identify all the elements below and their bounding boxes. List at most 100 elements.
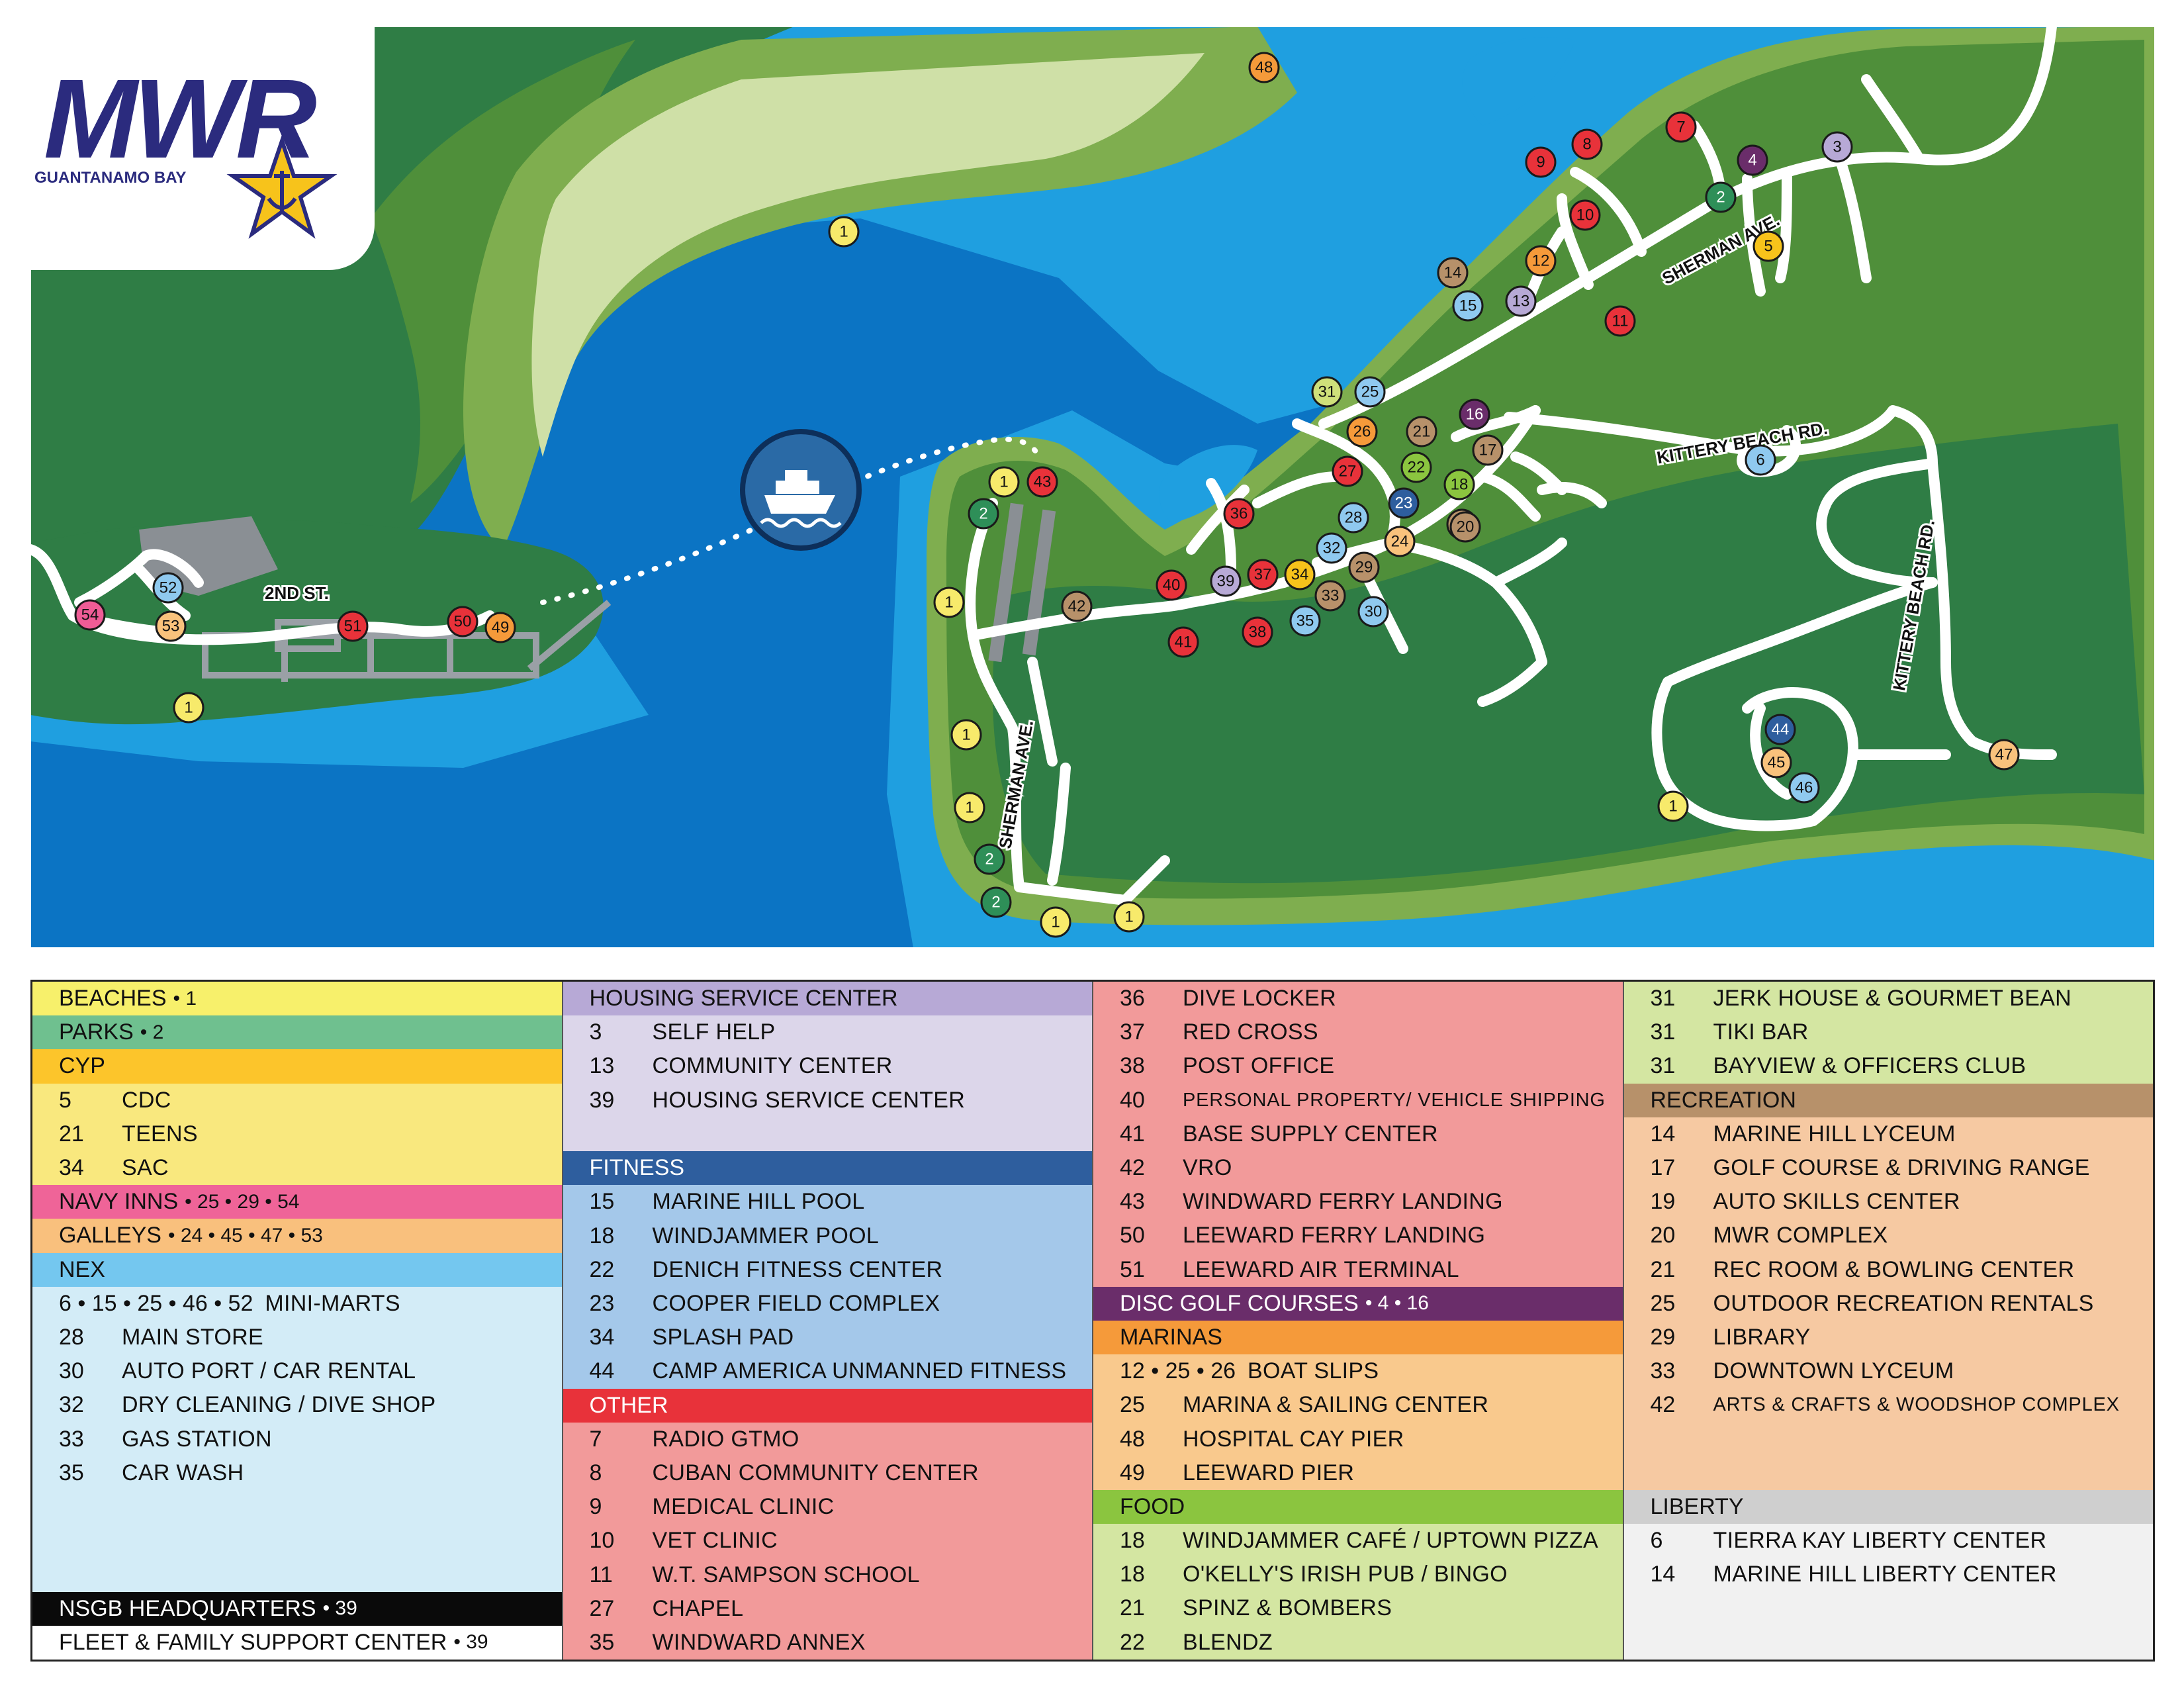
- legend-category-title: NAVY INNS: [59, 1189, 179, 1215]
- map-marker-24[interactable]: 24: [1384, 526, 1416, 557]
- map-marker-1[interactable]: 1: [173, 692, 205, 724]
- legend-item-label: PERSONAL PROPERTY/ VEHICLE SHIPPING: [1183, 1089, 1606, 1111]
- map-marker-22[interactable]: 22: [1400, 451, 1432, 483]
- map-marker-35[interactable]: 35: [1289, 605, 1321, 637]
- map-marker-25[interactable]: 25: [1354, 376, 1386, 408]
- map-marker-8[interactable]: 8: [1571, 128, 1603, 160]
- map-marker-label: 1: [965, 799, 974, 817]
- map-marker-label: 20: [1457, 518, 1475, 536]
- map-marker-1[interactable]: 1: [988, 466, 1020, 498]
- map-marker-1[interactable]: 1: [1040, 906, 1071, 938]
- legend-item-number: 14: [1650, 1562, 1676, 1587]
- map-marker-label: 49: [492, 619, 510, 637]
- map-marker-14[interactable]: 14: [1437, 257, 1469, 289]
- map-marker-46[interactable]: 46: [1788, 772, 1820, 804]
- map-marker-36[interactable]: 36: [1223, 498, 1255, 530]
- legend-item-number: 25: [1120, 1392, 1145, 1418]
- legend-item-number: 43: [1120, 1189, 1145, 1215]
- map-marker-17[interactable]: 17: [1472, 434, 1504, 466]
- map-marker-42[interactable]: 42: [1061, 590, 1093, 622]
- legend-category-numbers: • 4 • 16: [1365, 1292, 1429, 1315]
- map-marker-label: 16: [1466, 406, 1484, 424]
- map-marker-2[interactable]: 2: [980, 886, 1012, 918]
- map-marker-1[interactable]: 1: [1113, 901, 1145, 933]
- map-marker-43[interactable]: 43: [1026, 466, 1058, 498]
- map-marker-33[interactable]: 33: [1314, 580, 1346, 612]
- legend-item-label: MARINE HILL POOL: [652, 1189, 865, 1215]
- map-marker-26[interactable]: 26: [1346, 416, 1378, 447]
- legend-item-label: WINDWARD ANNEX: [652, 1629, 866, 1655]
- map-marker-label: 13: [1512, 293, 1530, 310]
- map-marker-27[interactable]: 27: [1332, 455, 1363, 487]
- legend-item-label: CAR WASH: [122, 1460, 244, 1485]
- map-marker-30[interactable]: 30: [1357, 596, 1389, 628]
- map-marker-34[interactable]: 34: [1284, 559, 1316, 590]
- map-marker-1[interactable]: 1: [950, 719, 982, 751]
- ferry-boat-icon: [740, 429, 862, 551]
- map-marker-47[interactable]: 47: [1988, 739, 2020, 771]
- map-marker-15[interactable]: 15: [1452, 290, 1484, 322]
- legend-category-header: NSGB HEADQUARTERS• 39: [32, 1591, 562, 1626]
- legend-item-label: GOLF COURSE & DRIVING RANGE: [1713, 1155, 2090, 1181]
- map-marker-50[interactable]: 50: [447, 606, 478, 637]
- legend-item-number: 9: [589, 1494, 602, 1520]
- map-marker-1[interactable]: 1: [828, 216, 860, 248]
- map-marker-2[interactable]: 2: [1705, 181, 1737, 213]
- legend-item-label: BASE SUPPLY CENTER: [1183, 1121, 1438, 1147]
- map-marker-32[interactable]: 32: [1316, 532, 1347, 564]
- map-marker-5[interactable]: 5: [1752, 230, 1784, 262]
- map-marker-51[interactable]: 51: [337, 610, 369, 642]
- map-marker-7[interactable]: 7: [1665, 111, 1697, 143]
- map-marker-label: 30: [1365, 603, 1383, 621]
- map-marker-12[interactable]: 12: [1525, 245, 1557, 277]
- map-marker-21[interactable]: 21: [1406, 416, 1437, 447]
- map-marker-31[interactable]: 31: [1311, 376, 1343, 408]
- map-marker-label: 38: [1249, 624, 1267, 641]
- map-marker-9[interactable]: 9: [1525, 146, 1557, 178]
- map-marker-10[interactable]: 10: [1569, 199, 1601, 231]
- map-marker-54[interactable]: 54: [74, 599, 106, 631]
- legend-item-label: MARINE HILL LIBERTY CENTER: [1713, 1562, 2057, 1587]
- map-marker-38[interactable]: 38: [1242, 616, 1273, 648]
- map-marker-1[interactable]: 1: [933, 586, 965, 618]
- map-marker-23[interactable]: 23: [1388, 487, 1420, 519]
- map-marker-16[interactable]: 16: [1459, 399, 1490, 430]
- map-marker-2[interactable]: 2: [968, 498, 999, 530]
- map-marker-48[interactable]: 48: [1248, 52, 1280, 83]
- map-marker-18[interactable]: 18: [1443, 469, 1475, 500]
- map-marker-4[interactable]: 4: [1737, 144, 1768, 176]
- map-marker-49[interactable]: 49: [484, 612, 516, 643]
- map-marker-11[interactable]: 11: [1604, 305, 1636, 337]
- map-marker-label: 2: [991, 894, 1000, 912]
- map-marker-13[interactable]: 13: [1505, 285, 1537, 317]
- map-marker-39[interactable]: 39: [1210, 565, 1242, 597]
- map-marker-29[interactable]: 29: [1348, 551, 1380, 583]
- legend-category-header: MARINAS: [1093, 1320, 1623, 1355]
- map-marker-37[interactable]: 37: [1247, 559, 1279, 590]
- map-marker-2[interactable]: 2: [974, 843, 1005, 875]
- legend-item-label: TIERRA KAY LIBERTY CENTER: [1713, 1528, 2047, 1554]
- map-marker-6[interactable]: 6: [1745, 444, 1776, 476]
- legend-item-number: 33: [1650, 1358, 1676, 1384]
- map-marker-label: 24: [1391, 533, 1409, 551]
- legend-item-number: 33: [59, 1426, 84, 1452]
- map-marker-41[interactable]: 41: [1167, 626, 1199, 658]
- map-marker-label: 28: [1345, 509, 1363, 527]
- map-marker-3[interactable]: 3: [1821, 131, 1853, 163]
- map-marker-44[interactable]: 44: [1764, 714, 1796, 745]
- legend-item-number: 3: [589, 1019, 602, 1045]
- map-marker-1[interactable]: 1: [1657, 790, 1689, 822]
- map-marker-1[interactable]: 1: [954, 792, 985, 823]
- legend-item-number: 37: [1120, 1019, 1145, 1045]
- map-marker-53[interactable]: 53: [155, 610, 187, 642]
- map-marker-20[interactable]: 20: [1449, 511, 1481, 543]
- map-marker-45[interactable]: 45: [1760, 747, 1792, 778]
- map-marker-28[interactable]: 28: [1338, 502, 1369, 534]
- sand-spit-inner: [531, 53, 1205, 457]
- map-marker-52[interactable]: 52: [152, 572, 184, 604]
- map-marker-40[interactable]: 40: [1156, 569, 1187, 601]
- legend-item-number: 27: [589, 1595, 615, 1621]
